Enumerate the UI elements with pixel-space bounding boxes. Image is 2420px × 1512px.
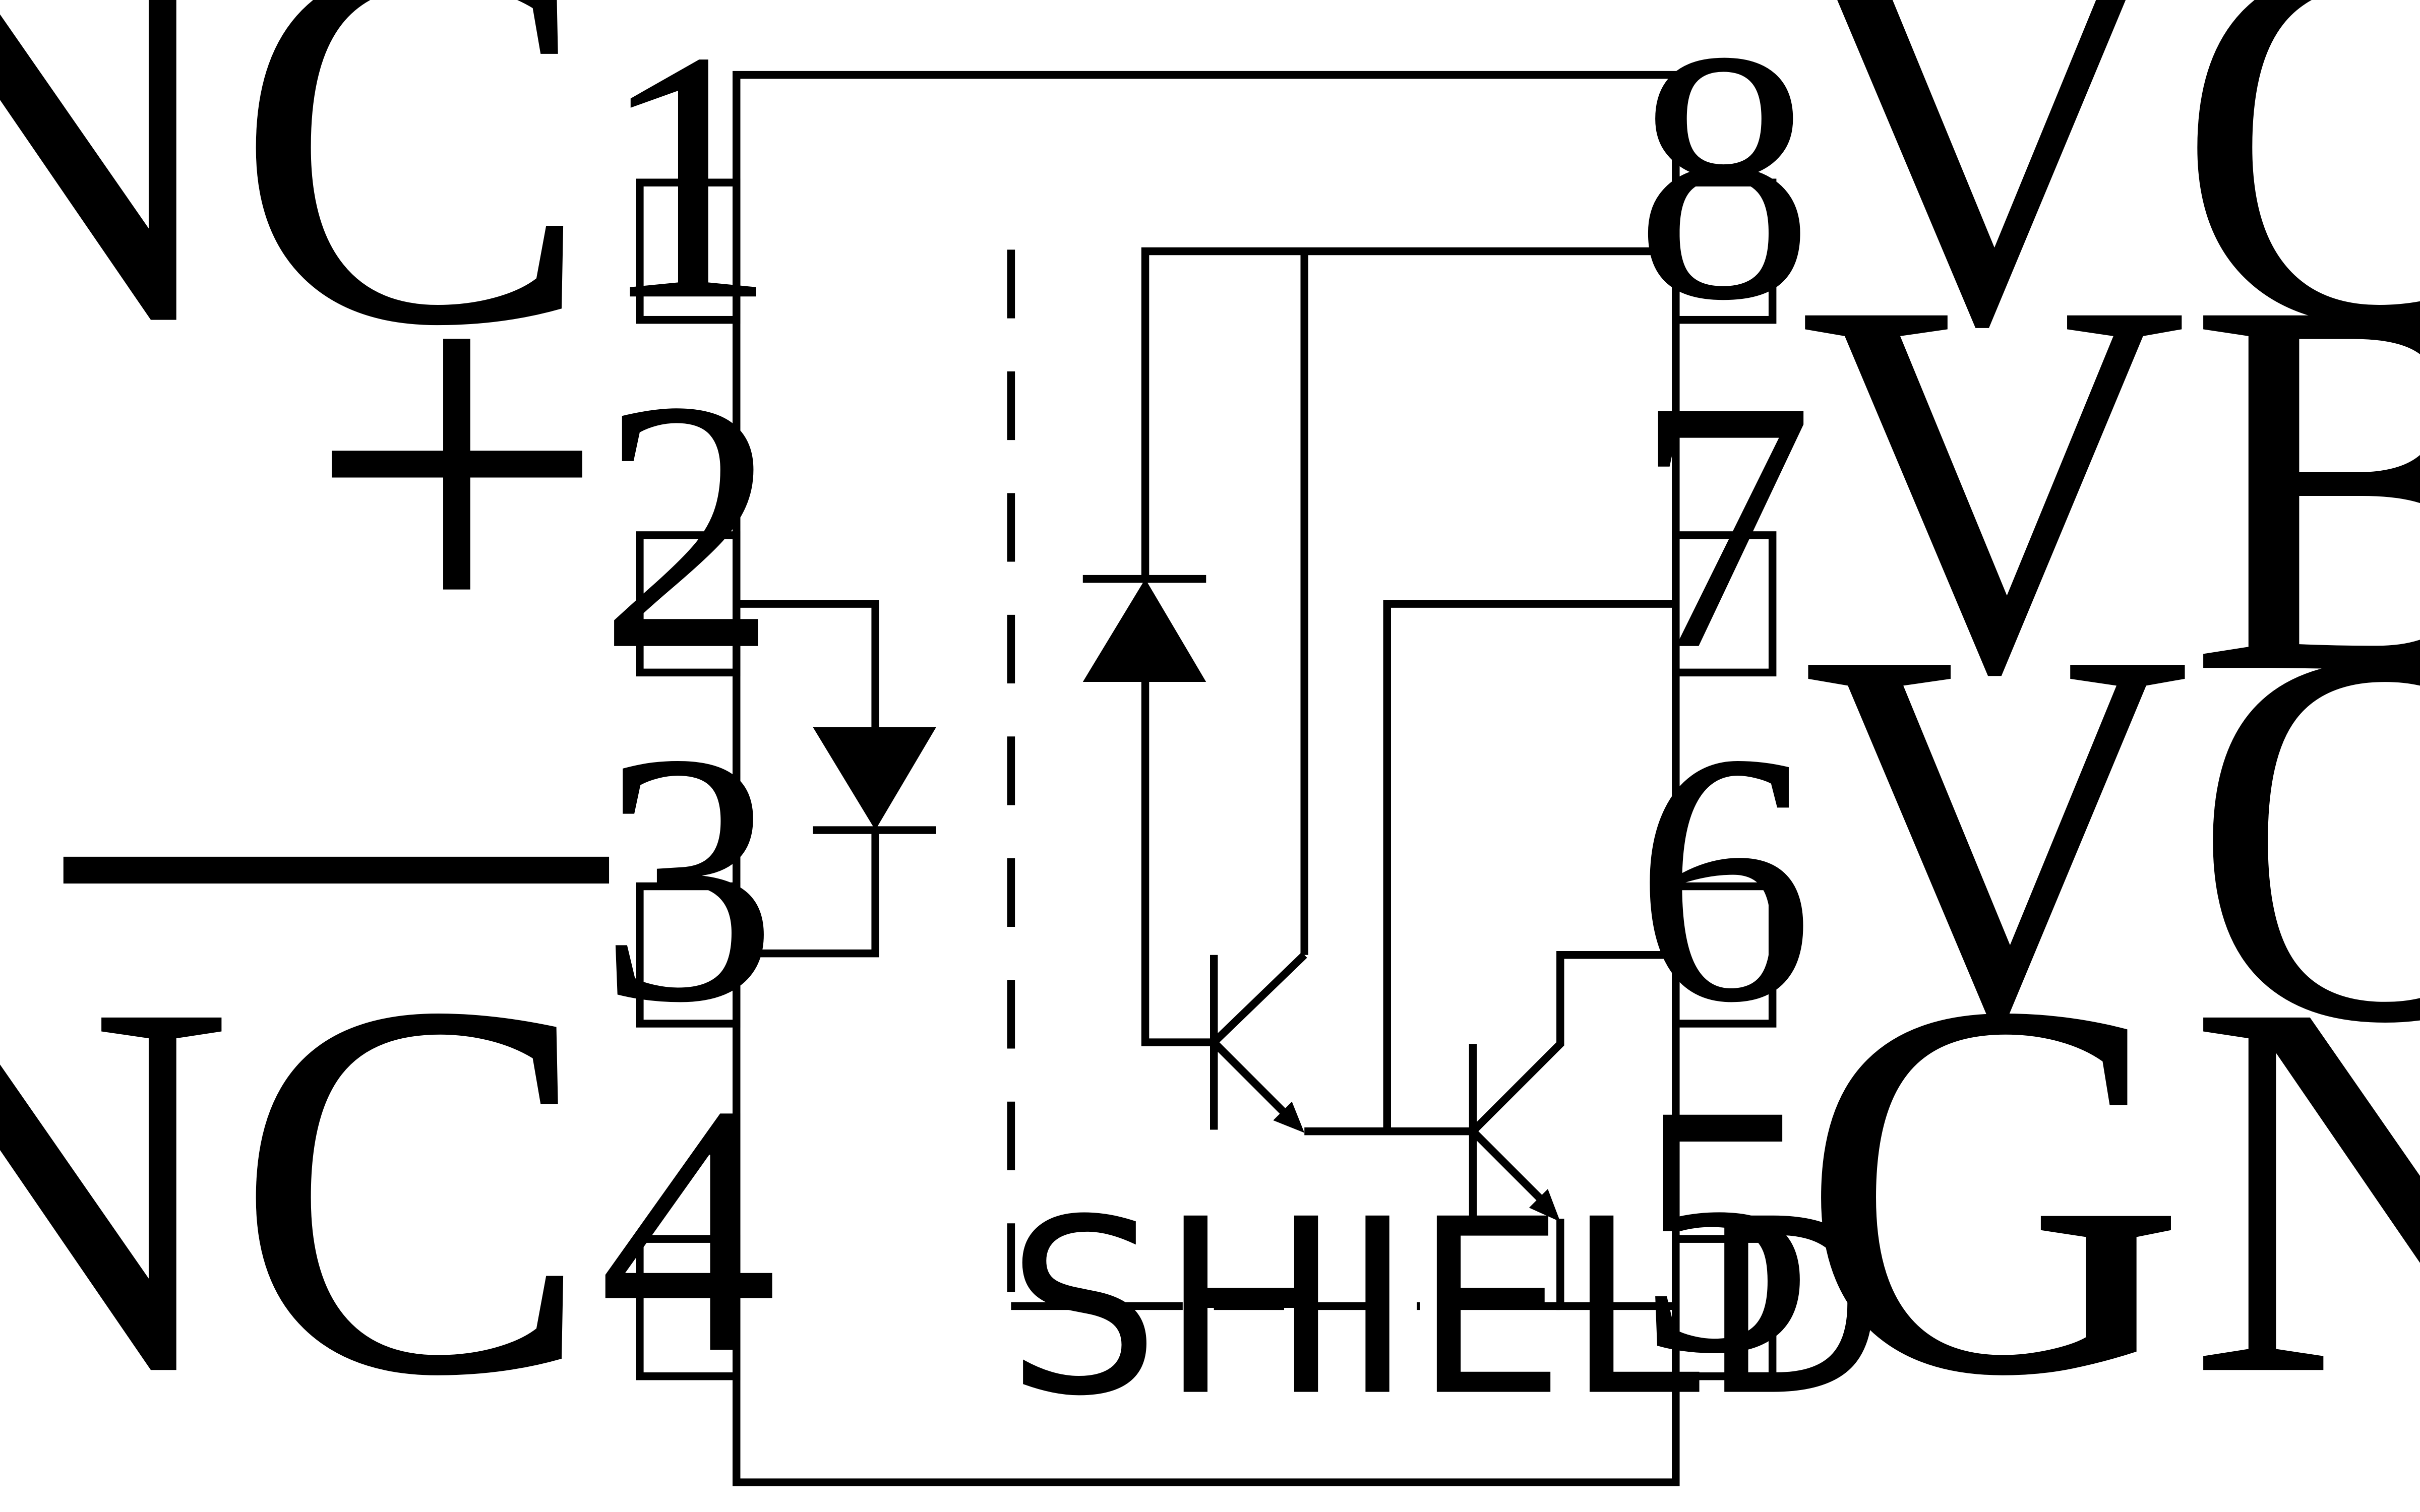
pin-2-number: 2	[598, 327, 778, 724]
pin-8-name: VCC	[1787, 0, 2420, 436]
q1-emitter-arrow-icon	[1273, 1101, 1305, 1133]
pin-8-number: 8	[1635, 0, 1814, 374]
pin-3-name: —	[58, 516, 614, 1112]
photodiode-vcc-wire	[1141, 247, 1676, 579]
pin-6-name: VO	[1802, 537, 2420, 1133]
pin-2-box	[636, 531, 741, 677]
q1-collector-lead	[1211, 952, 1307, 1045]
q2-collector-wire	[1470, 951, 1676, 1135]
led-anode-wire	[736, 600, 879, 727]
q2-emitter-lead	[1470, 1128, 1551, 1209]
pin-1-number: 1	[598, 0, 778, 374]
transistor-q2	[1451, 951, 1676, 1310]
pin-5-name: GND	[1799, 890, 2420, 1486]
q2-emitter-arrow-icon	[1529, 1189, 1560, 1222]
led-triangle-icon	[813, 727, 936, 831]
pin-4-number: 4	[598, 1030, 778, 1427]
pin-7-name: VB	[1799, 188, 2420, 784]
pin-6: 6	[1635, 679, 1814, 1076]
pin-2: 2	[598, 327, 778, 724]
pin-4: 4	[598, 1030, 778, 1427]
input-led	[736, 600, 936, 958]
photodiode-anode-wire	[1141, 681, 1214, 1046]
pin-6-number: 6	[1635, 679, 1814, 1076]
pin-1-box	[636, 178, 741, 324]
photodiode-triangle-icon	[1082, 579, 1206, 682]
vb-wire	[1383, 600, 1676, 1131]
shield-label: SHIELD	[1006, 1168, 1887, 1450]
pin-5: 5	[1635, 1030, 1814, 1427]
pin-7-number: 7	[1635, 327, 1814, 724]
pin-4-name: NC	[0, 890, 593, 1486]
pin-3: 3	[598, 679, 778, 1076]
photodiode	[1082, 247, 1676, 1046]
pin-4-box	[636, 1235, 741, 1380]
transistor-q1	[1210, 251, 1473, 1136]
pin-7: 7	[1635, 327, 1814, 724]
package-body	[732, 71, 1680, 1486]
pin-6-box	[1672, 882, 1777, 1028]
pin-2-name: +	[305, 163, 609, 759]
pin-1-name: NC	[0, 0, 593, 436]
pin-5-number: 5	[1635, 1030, 1814, 1427]
shield: SHIELD	[1006, 249, 1887, 1450]
pin-1: 1	[598, 0, 778, 374]
q1-emitter-lead	[1211, 1039, 1292, 1120]
pin-3-number: 3	[598, 679, 778, 1076]
led-cathode-wire	[736, 830, 879, 958]
pin-8: 8	[1635, 0, 1814, 374]
